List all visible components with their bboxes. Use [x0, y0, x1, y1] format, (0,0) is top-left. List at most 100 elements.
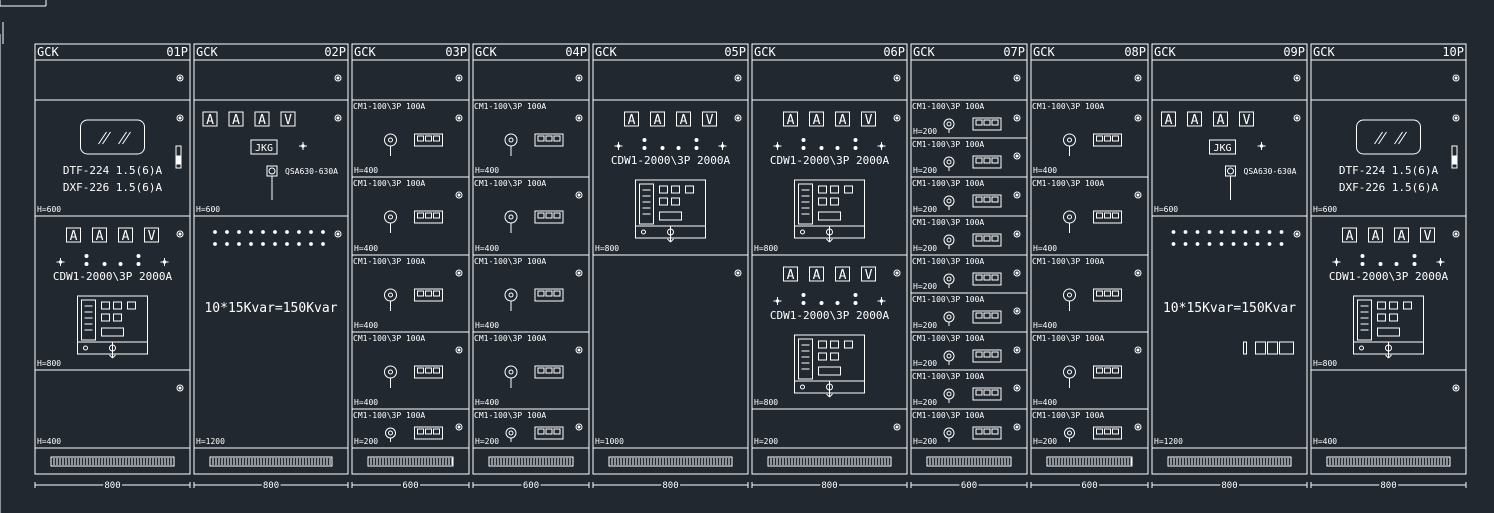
gauge-3-frame [1239, 111, 1254, 127]
capacitor-indicator-dot [1207, 242, 1212, 246]
capacitor-indicator-dot [1207, 230, 1212, 234]
gauge-0-frame [783, 266, 798, 282]
acb-signal-lamp [84, 262, 89, 266]
drawer-meter-frame [972, 155, 1002, 169]
breaker-handle-icon [504, 288, 518, 302]
indicator-lamp-icon [455, 74, 463, 82]
compartment-height-label: H=400 [475, 166, 499, 175]
panel-series-label: GCK [1033, 45, 1055, 59]
indicator-lamp-center [895, 425, 899, 429]
dimension-width-label: 600 [402, 481, 418, 491]
acb-indicator [818, 185, 827, 194]
compartment-height-label: H=200 [913, 244, 937, 253]
panel-id-label: 03P [445, 45, 467, 59]
indicator-lamp-icon [575, 191, 583, 199]
drawer-breaker-label: CM1-100\3P 100A [912, 411, 984, 420]
acb-signal-lamp [1360, 262, 1365, 266]
drawer-meter-digit [537, 428, 545, 435]
gauge-1-frame [1187, 111, 1202, 127]
indicator-lamp-center [1015, 309, 1019, 313]
indicator-lamp-icon [334, 230, 342, 238]
ventilation-grille [926, 456, 1012, 467]
acb-arrow [109, 354, 113, 359]
indicator-lamp-center [577, 76, 581, 80]
jkg-controller-frame [1209, 139, 1236, 155]
drawer-breaker-label: CM1-100\3P 100A [353, 334, 425, 343]
drawer-meter-digit [975, 235, 983, 242]
drawer-meter-frame [534, 133, 564, 147]
acb-indicator [818, 352, 827, 361]
drawer-meter-frame [972, 426, 1002, 440]
drawer-breaker-label: CM1-100\3P 100A [1032, 257, 1104, 266]
acb-indicator [671, 185, 680, 194]
acb-breaker-label: CDW1-2000\3P 2000A [611, 154, 731, 167]
gauge-2-frame [1213, 111, 1228, 127]
breaker-handle-center [946, 237, 952, 243]
meter-switch-knob [1452, 155, 1457, 165]
acb-signal-lamp [835, 146, 840, 150]
indicator-lamp-icon [1293, 74, 1301, 82]
indicator-lamp-icon [176, 230, 184, 238]
drawer-breaker-label: CM1-100\3P 100A [1032, 102, 1104, 111]
indicator-lamp-center [577, 348, 581, 352]
breaker-handle-center [1067, 430, 1072, 436]
meter-window [80, 119, 145, 155]
selector-mark-dot [720, 144, 725, 148]
capacitor-indicator-dot [321, 230, 325, 234]
indicator-lamp-icon [1452, 114, 1460, 122]
drawer-meter-digit [991, 119, 999, 126]
gauge-2-frame [835, 266, 850, 282]
gauge-1-label: A [1372, 229, 1380, 244]
meter-glass-reflection [1394, 131, 1403, 145]
acb-signal-lamp [853, 301, 858, 305]
drawer-meter-digit [545, 212, 553, 219]
ventilation-grille [608, 456, 733, 467]
gauge-2-frame [835, 111, 850, 127]
acb-base-screw [1359, 345, 1364, 351]
breaker-handle-center [508, 369, 514, 375]
indicator-lamp-center [1454, 386, 1458, 390]
drawer-meter-digit [425, 428, 432, 435]
capacitor-indicator-dot [249, 242, 253, 246]
indicator-lamp-center [457, 116, 461, 120]
isolator-switch-knob [1227, 167, 1234, 175]
panel-series-label: GCK [913, 45, 935, 59]
panel-series-label: GCK [595, 45, 617, 59]
compartment-frame [910, 408, 1028, 449]
compartment-height-label: H=200 [1033, 437, 1057, 446]
compartment-height-label: H=200 [475, 437, 499, 446]
drawer-meter-frame [972, 233, 1002, 247]
indicator-lamp-icon [575, 269, 583, 277]
breaker-handle-icon [943, 234, 955, 246]
drawer-meter-digit [545, 367, 553, 374]
drawer-meter-digit [1096, 212, 1103, 219]
drawer-meter-frame [534, 210, 564, 224]
panel-series-label: GCK [1313, 45, 1335, 59]
drawer-meter-digit [983, 235, 991, 242]
breaker-handle-icon [505, 427, 517, 439]
indicator-lamp-center [336, 116, 340, 120]
indicator-lamp-icon [575, 423, 583, 431]
indicator-lamp-center [1015, 232, 1019, 236]
breaker-handle-icon [1063, 365, 1076, 379]
indicator-lamp-icon [1452, 74, 1460, 82]
selector-mark-dot [58, 260, 63, 264]
drawer-meter-digit [1096, 135, 1103, 142]
isolator-switch-knob [268, 167, 276, 175]
drawer-meter-digit [1096, 367, 1103, 374]
